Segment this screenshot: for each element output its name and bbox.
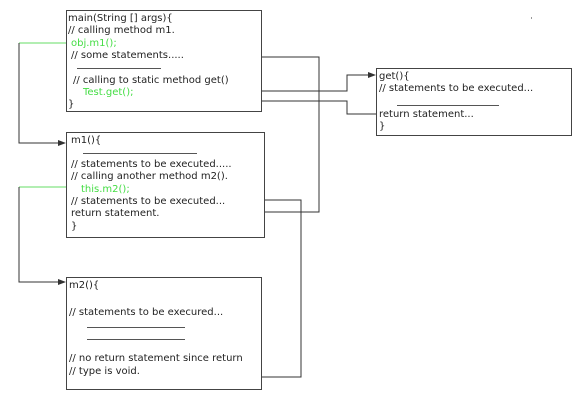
get-close-brace: } xyxy=(379,121,386,132)
placeholder-rule xyxy=(397,105,499,106)
m2-comment-exec: // statements to be execured... xyxy=(69,307,224,318)
get-method-box: get(){ // statements to be executed... r… xyxy=(376,68,572,136)
placeholder-rule xyxy=(87,327,185,328)
get-signature: get(){ xyxy=(379,71,410,82)
placeholder-rule xyxy=(83,153,197,154)
call-m2-arrowhead xyxy=(58,279,66,285)
m2-method-box: m2(){ // statements to be execured... //… xyxy=(66,277,262,390)
main-close-brace: } xyxy=(68,99,75,110)
placeholder-rule xyxy=(77,68,161,69)
m1-comment-call-m2: // calling another method m2(). xyxy=(71,171,228,182)
get-comment-exec: // statements to be executed... xyxy=(379,83,534,94)
call-get-arrowhead xyxy=(368,72,376,78)
m2-signature: m2(){ xyxy=(69,280,100,291)
m1-method-box: m1(){ // statements to be executed..... … xyxy=(66,132,265,238)
m1-call-m2: this.m2(); xyxy=(81,184,130,195)
placeholder-rule xyxy=(87,339,185,340)
m1-close-brace: } xyxy=(71,221,78,232)
call-m2-arrow xyxy=(18,187,60,283)
main-comment-some-statements: // some statements..... xyxy=(71,50,184,61)
main-call-m1: obj.m1(); xyxy=(71,38,117,49)
return-get-arrow xyxy=(250,100,378,115)
m1-signature: m1(){ xyxy=(71,135,102,146)
m1-comment-exec: // statements to be executed..... xyxy=(71,159,232,170)
main-comment-call-static: // calling to static method get() xyxy=(73,75,229,86)
get-return-statement: return statement... xyxy=(379,109,474,120)
m1-return-statement: return statement. xyxy=(71,208,160,219)
call-m1-arrow xyxy=(18,43,60,144)
main-call-get: Test.get(); xyxy=(83,87,134,98)
m2-comment-no-return-1: // no return statement since return xyxy=(69,353,243,364)
main-signature: main(String [] args){ xyxy=(68,13,173,24)
call-m1-arrowhead xyxy=(58,140,66,146)
m1-comment-exec-2: // statements to be executed... xyxy=(71,196,226,207)
main-comment-call-m1: // calling method m1. xyxy=(68,25,175,36)
m2-comment-no-return-2: // type is void. xyxy=(69,366,140,377)
main-method-box: main(String [] args){ // calling method … xyxy=(66,10,262,112)
